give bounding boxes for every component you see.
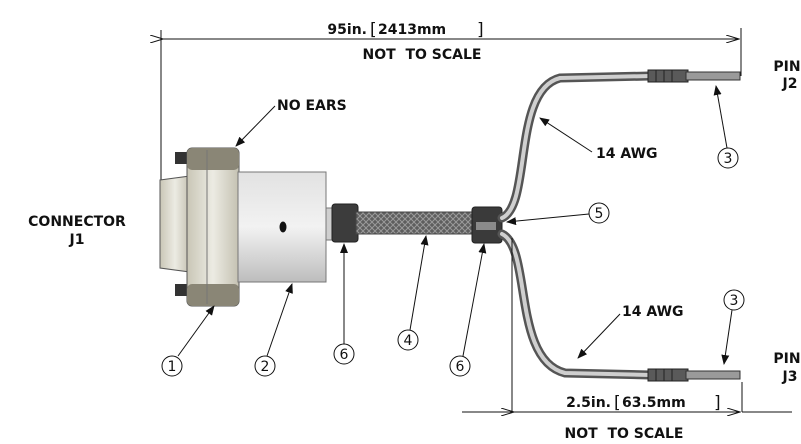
overall-metric-bracket-close: ] — [477, 20, 484, 40]
breakout-length-metric-text: 63.5mm — [622, 395, 686, 411]
flange-top-cap — [187, 148, 239, 170]
balloon-6-right-text: 6 — [456, 359, 465, 375]
pin-j3-label-line2: J3 — [782, 369, 798, 385]
breakout-dimension: 2.5in. [ 63.5mm ] NOT TO SCALE — [462, 238, 792, 442]
breakout-length-text: 2.5in. — [566, 395, 611, 411]
boot-left — [331, 203, 359, 243]
balloon-4: 4 — [397, 235, 429, 351]
pin-j3-label-line1: PIN — [773, 351, 800, 367]
balloon-3-top: 3 — [713, 85, 739, 169]
balloon-6-left-text: 6 — [340, 347, 349, 363]
overall-dimension: 95in. [ 2413mm ] NOT TO SCALE — [161, 20, 742, 190]
wire-top-callout: 14 AWG — [539, 117, 658, 162]
breakout-note-text: NOT TO SCALE — [565, 426, 684, 442]
screw-top — [175, 152, 187, 164]
pin-j2-label: PIN J2 — [773, 59, 800, 92]
overall-length-metric-text: 2413mm — [378, 22, 446, 38]
pin-j2-label-line2: J2 — [782, 76, 798, 92]
dsub-insert — [159, 175, 191, 273]
balloon-4-text: 4 — [404, 333, 413, 349]
connector-label-line2: J1 — [69, 232, 85, 248]
wire-top-awg-label: 14 AWG — [596, 146, 658, 162]
pin-terminal-j3 — [647, 368, 741, 382]
connector-j1-label: CONNECTOR J1 — [28, 214, 126, 248]
balloon-3-bottom-text: 3 — [730, 293, 739, 309]
balloon-1-text: 1 — [168, 359, 177, 375]
balloon-6-left: 6 — [333, 243, 355, 365]
balloon-2: 2 — [254, 283, 293, 377]
screw-bottom — [175, 284, 187, 296]
backshell-screw-hole — [279, 221, 287, 233]
breakout-metric-bracket-open: [ — [614, 393, 621, 413]
breakout-metric-bracket-close: ] — [714, 393, 721, 413]
balloon-2-text: 2 — [261, 359, 270, 375]
balloon-6-right: 6 — [449, 243, 487, 377]
connector-label-line1: CONNECTOR — [28, 214, 126, 230]
no-ears-label: NO EARS — [277, 98, 347, 114]
pin-j3-label: PIN J3 — [773, 351, 800, 385]
balloon-3-bottom: 3 — [721, 289, 745, 365]
boot-right-highlight — [476, 222, 496, 230]
overall-length-text: 95in. — [327, 22, 367, 38]
balloon-5: 5 — [506, 202, 610, 226]
no-ears-callout: NO EARS — [235, 98, 347, 147]
wire-top — [497, 71, 655, 223]
wire-bottom-awg-label: 14 AWG — [622, 304, 684, 320]
overall-note-text: NOT TO SCALE — [363, 47, 482, 63]
flange-bottom-cap — [187, 284, 239, 306]
overall-metric-bracket-open: [ — [370, 20, 377, 40]
connector-j1 — [159, 147, 337, 307]
connector-flange — [186, 147, 240, 307]
wire-bottom-callout: 14 AWG — [577, 304, 684, 359]
balloon-5-text: 5 — [595, 206, 604, 222]
braided-cable — [355, 211, 475, 235]
balloon-3-top-text: 3 — [724, 151, 733, 167]
pin-j2-label-line1: PIN — [773, 59, 800, 75]
balloon-1: 1 — [161, 305, 215, 377]
pin-terminal-j2 — [647, 69, 741, 83]
